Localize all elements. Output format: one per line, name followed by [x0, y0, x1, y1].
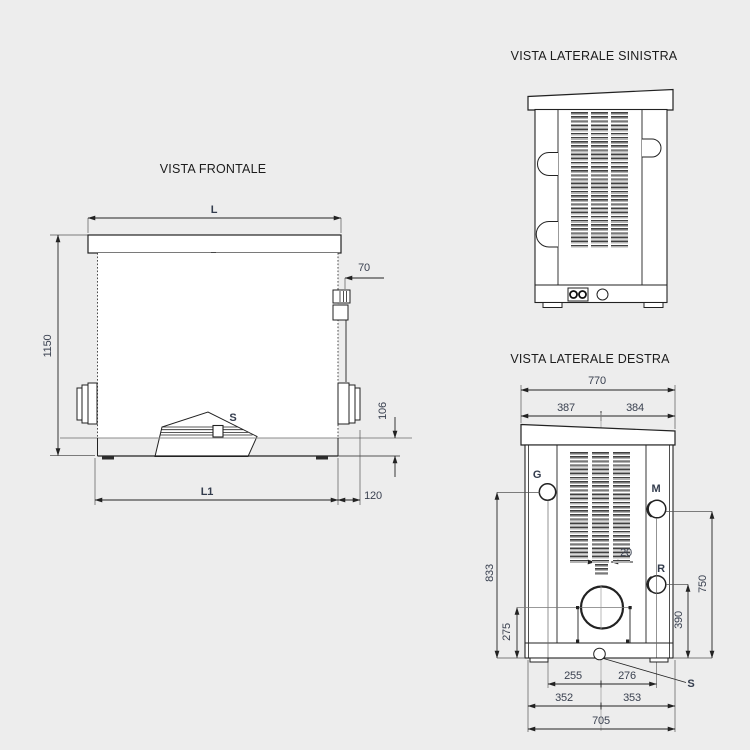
return-fitting: [647, 574, 667, 595]
front-right-foot: [316, 456, 328, 460]
dim-label-276: 276: [618, 670, 636, 682]
dim-label-70: 70: [358, 262, 370, 274]
dim-label-1150: 1150: [42, 334, 54, 358]
dim-label-L: L: [210, 204, 218, 216]
fitting-label-G: G: [532, 469, 542, 481]
vent-louvres: [611, 112, 628, 249]
left-handle-lower: [535, 221, 558, 248]
flow-fitting: [647, 499, 667, 519]
front-view-linework: [50, 215, 412, 505]
front-left-flange: [76, 382, 98, 425]
vent-louvres: [612, 452, 630, 564]
flue-bracket: [576, 606, 632, 643]
dim-label-120: 120: [364, 490, 382, 502]
dim-label-275: 275: [501, 623, 513, 641]
front-right-flange: [337, 382, 361, 425]
dim-label-353: 353: [623, 692, 641, 704]
dim-label-352: 352: [555, 692, 573, 704]
right-top-cap: [520, 423, 676, 446]
scraper-label-S: S: [229, 412, 237, 424]
vent-louvres-center-gap: [594, 564, 608, 576]
drain-fitting: [593, 647, 606, 661]
left-side-view-title: VISTA LATERALE SINISTRA: [510, 49, 678, 63]
right-handle: [642, 138, 662, 158]
right-view-foot: [649, 657, 669, 663]
dim-label-L1: L1: [200, 486, 214, 498]
front-body: [97, 253, 338, 438]
left-top-cap: [527, 88, 674, 111]
dim-label-20: 20: [620, 547, 632, 559]
left-handle-upper: [537, 152, 558, 176]
dim-label-387: 387: [557, 402, 575, 414]
vent-louvres: [570, 452, 588, 564]
front-left-foot: [102, 456, 114, 460]
left-view-foot: [643, 302, 664, 308]
left-view-foot: [542, 302, 563, 308]
front-view-title: VISTA FRONTALE: [159, 162, 267, 176]
vent-louvres: [591, 112, 608, 249]
vent-louvres: [570, 112, 588, 249]
dim-label-384: 384: [626, 402, 644, 414]
front-scraper-wedge: [154, 411, 258, 457]
vent-louvres: [591, 452, 609, 564]
dim-label-255: 255: [564, 670, 582, 682]
right-side-view-title: VISTA LATERALE DESTRA: [510, 352, 670, 366]
dim-label-705: 705: [592, 715, 610, 727]
dim-label-833: 833: [484, 564, 496, 582]
front-top-cap: [87, 234, 342, 254]
front-connection-boxes: [332, 289, 351, 382]
right-view-foot: [529, 657, 549, 663]
drain-label-S: S: [687, 678, 695, 690]
fitting-label-M: M: [651, 483, 661, 495]
gas-fitting: [538, 483, 557, 501]
dim-label-390: 390: [673, 611, 685, 629]
dim-label-106: 106: [377, 402, 389, 420]
fitting-label-R: R: [657, 563, 665, 575]
dim-label-750: 750: [697, 575, 709, 593]
dim-label-770: 770: [588, 375, 606, 387]
